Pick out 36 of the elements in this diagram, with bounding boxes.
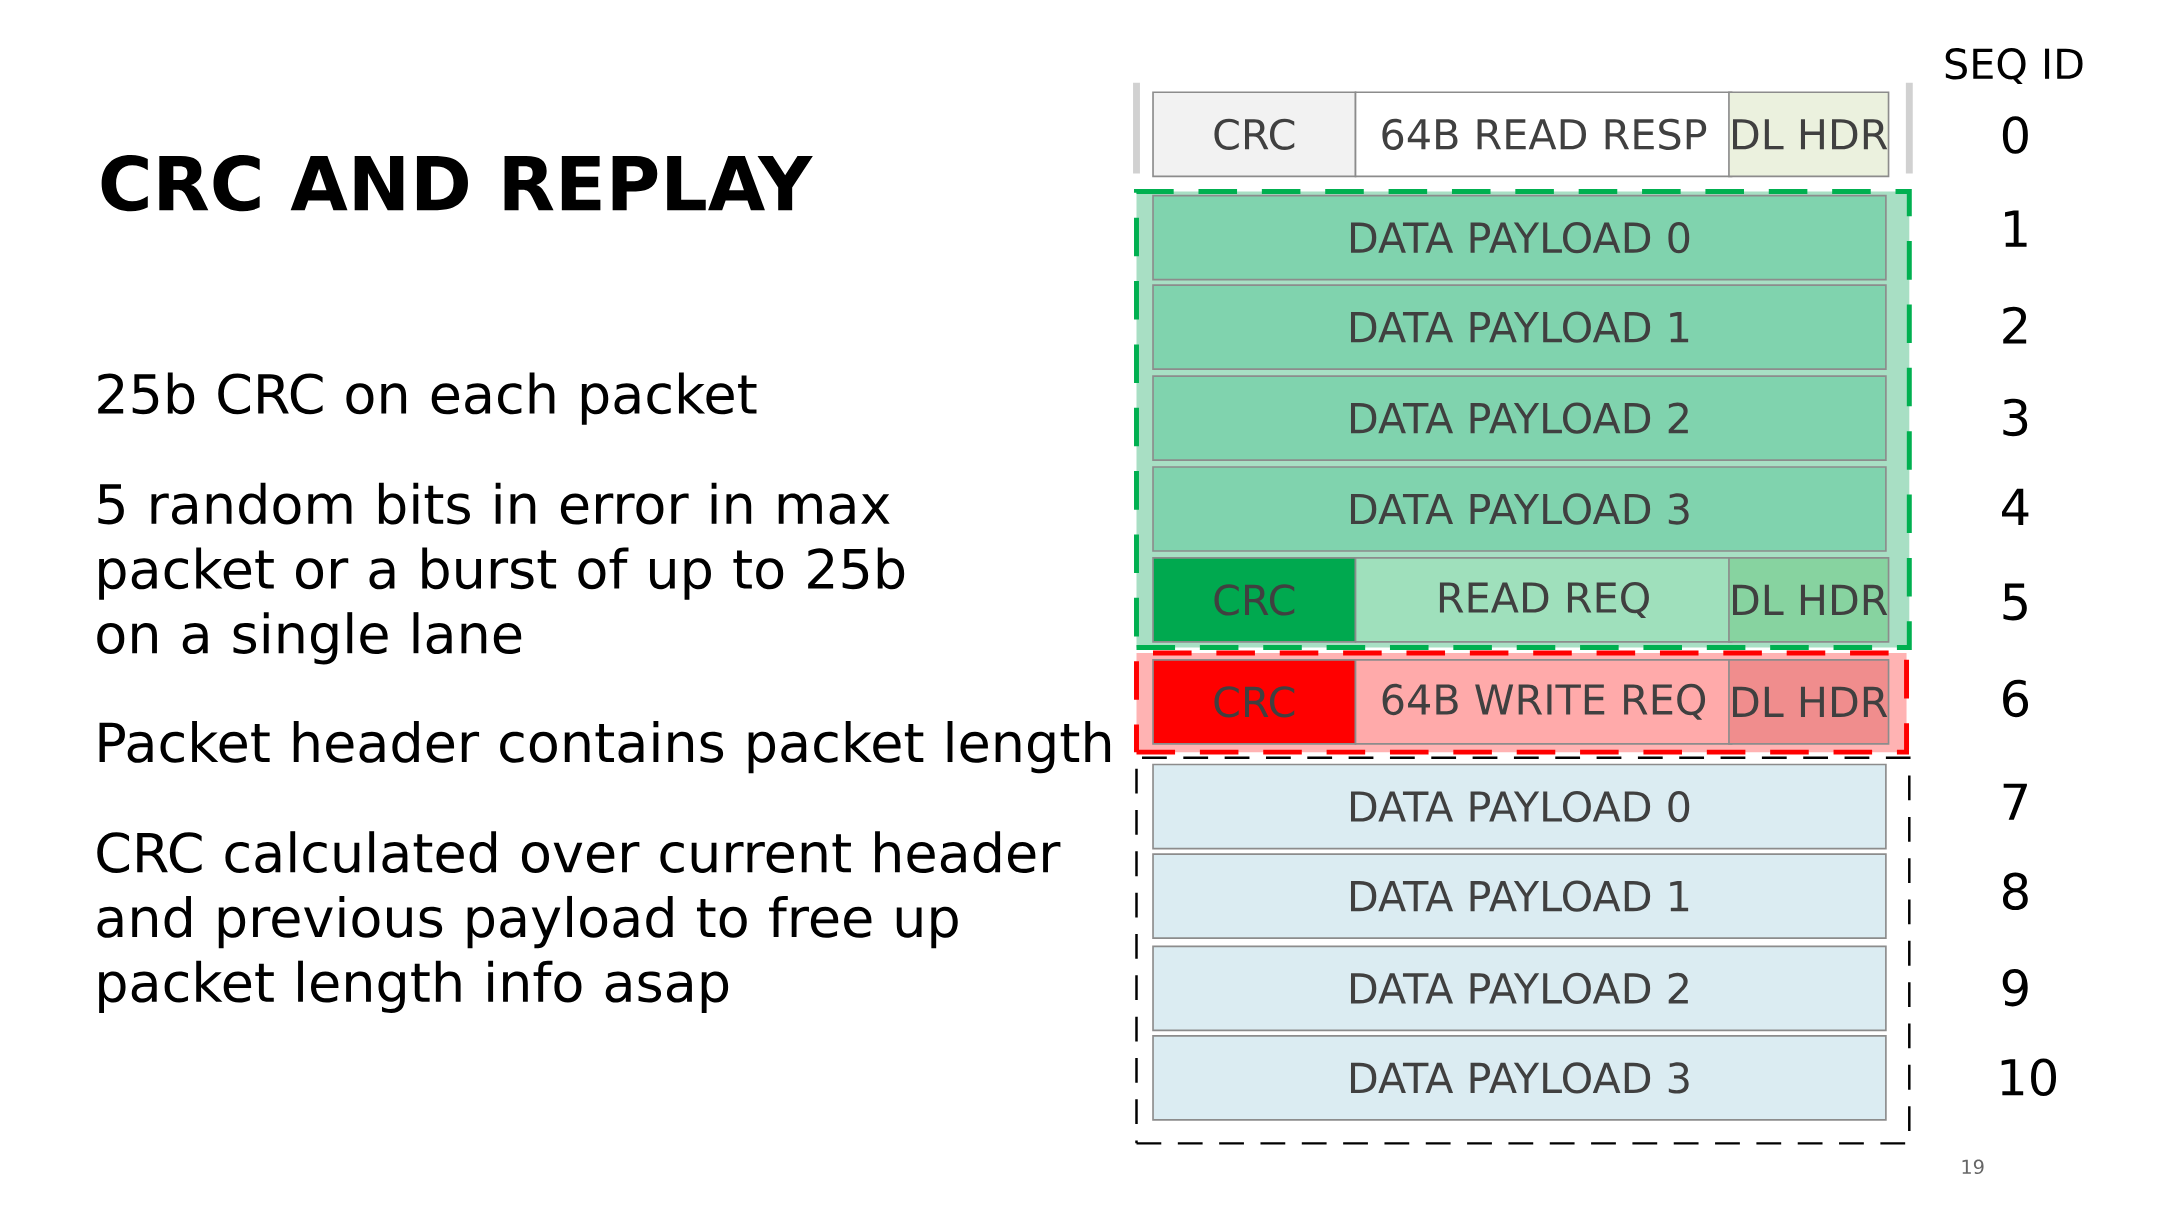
slide-title: CRC AND REPLAY [101,155,813,212]
packet-field: READ REQ [1354,557,1733,643]
packet-field: DATA PAYLOAD 2 [1152,945,1887,1032]
sequence-number: 5 [2003,583,2027,621]
packet-field: DATA PAYLOAD 1 [1152,284,1887,370]
sequence-number: 0 [2002,116,2028,154]
packet-field: DATA PAYLOAD 2 [1152,375,1887,461]
dashed-frame [1135,756,1911,1145]
packet-field: CRC [1152,91,1357,178]
packet-field: 64B READ RESP [1354,91,1733,178]
packet-field: DL HDR [1728,659,1890,745]
column-header: SEQ ID [1945,48,2083,85]
sequence-number: 10 [2001,1058,2056,1096]
packet-field: DL HDR [1728,91,1890,178]
sequence-number: 1 [2005,210,2027,247]
packet-field: DATA PAYLOAD 3 [1152,466,1887,552]
packet-field: 64B WRITE REQ [1354,659,1733,745]
bullet-text: CRC calculated over current header and previous payload to free up packet length info asap [97,831,1061,1013]
packet-field: DATA PAYLOAD 0 [1152,194,1887,281]
packet-field: DL HDR [1728,557,1890,643]
packet-field: CRC [1152,659,1357,745]
sequence-number: 2 [2003,306,2027,344]
packet-field: DATA PAYLOAD 0 [1152,763,1887,850]
page-number: 19 [1962,1159,1984,1175]
sequence-number: 3 [2003,398,2028,437]
packet-field: CRC [1152,557,1357,643]
sequence-number: 6 [2003,679,2029,718]
packet-field: DATA PAYLOAD 1 [1152,853,1887,939]
sequence-number: 7 [2003,783,2027,820]
sequence-number: 9 [2002,968,2028,1007]
sequence-number: 4 [2002,488,2029,525]
bullet-text: Packet header contains packet length [99,721,1111,774]
bullet-text: 25b CRC on each packet [98,372,757,425]
packet-field: DATA PAYLOAD 3 [1152,1035,1887,1121]
bullet-text: 5 random bits in error in max packet or a burst of up to 25b on a single lane [97,482,905,665]
sequence-number: 8 [2002,872,2028,910]
